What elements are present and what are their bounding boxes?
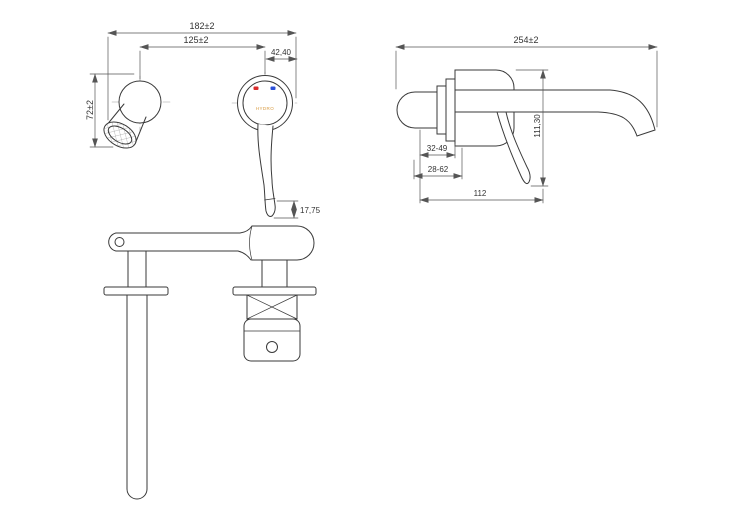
dim-wall-adjust-a	[419, 129, 456, 204]
dim-height-below-label: 111,30	[533, 114, 542, 138]
spout-front	[103, 80, 162, 149]
mounting-nut	[436, 85, 447, 135]
hot-indicator	[253, 86, 259, 90]
dim-handle-projection	[419, 188, 544, 204]
dim-lever-tip-label: 17,75	[300, 206, 321, 215]
handle-lever-side	[496, 111, 531, 184]
plan-lever-end-detail	[114, 237, 125, 247]
inwall-body	[396, 91, 438, 129]
plan-handle-body	[251, 225, 315, 261]
spout-escutcheon	[118, 80, 162, 124]
dim-body-diameter-label: 42,40	[271, 48, 292, 57]
dim-handle-projection-label: 112	[474, 189, 487, 198]
handle-wall-plate	[232, 286, 317, 296]
dim-wall-adjust-a-label: 32-49	[427, 144, 448, 153]
plan-handle-joint	[249, 225, 253, 261]
inwall-tube-cap	[126, 488, 148, 500]
dim-total-depth	[395, 44, 658, 128]
handle-cap	[242, 80, 288, 126]
dim-wall-adjust-b	[413, 147, 463, 180]
spout-wall-plate	[103, 286, 169, 296]
dim-centers-distance-label: 125±2	[184, 35, 209, 45]
side-view: 254±2 32-49 28-62	[395, 35, 658, 204]
plan-lever-bottom-edge	[115, 250, 252, 261]
dim-total-width-label: 182±2	[190, 21, 215, 31]
brand-mark: HYDRO	[256, 106, 274, 111]
plan-lever-end-cap	[108, 232, 117, 252]
wall-plate-side	[445, 78, 456, 142]
handle-front	[237, 75, 293, 217]
spout-side	[454, 89, 656, 137]
plan-view	[103, 225, 317, 500]
dim-total-width	[107, 30, 297, 121]
dim-height-below	[515, 69, 549, 187]
front-view: 182±2 125±2 42,40 72±2	[85, 21, 321, 219]
spout-outlet-rim	[107, 125, 133, 145]
dim-wall-adjust-b-label: 28-62	[428, 165, 449, 174]
spout-outlet-aerator	[103, 121, 137, 149]
dim-spout-drop-label: 72±2	[85, 100, 95, 120]
dim-spout-drop	[89, 73, 135, 148]
dim-lever-tip	[273, 200, 299, 219]
valve-housing	[243, 318, 301, 362]
cold-indicator	[270, 86, 276, 90]
valve-inlet	[266, 341, 278, 353]
handle-lever	[257, 123, 276, 217]
dim-total-depth-label: 254±2	[514, 35, 539, 45]
plan-lever-top-edge	[115, 225, 253, 234]
dim-centers-distance	[139, 44, 266, 80]
